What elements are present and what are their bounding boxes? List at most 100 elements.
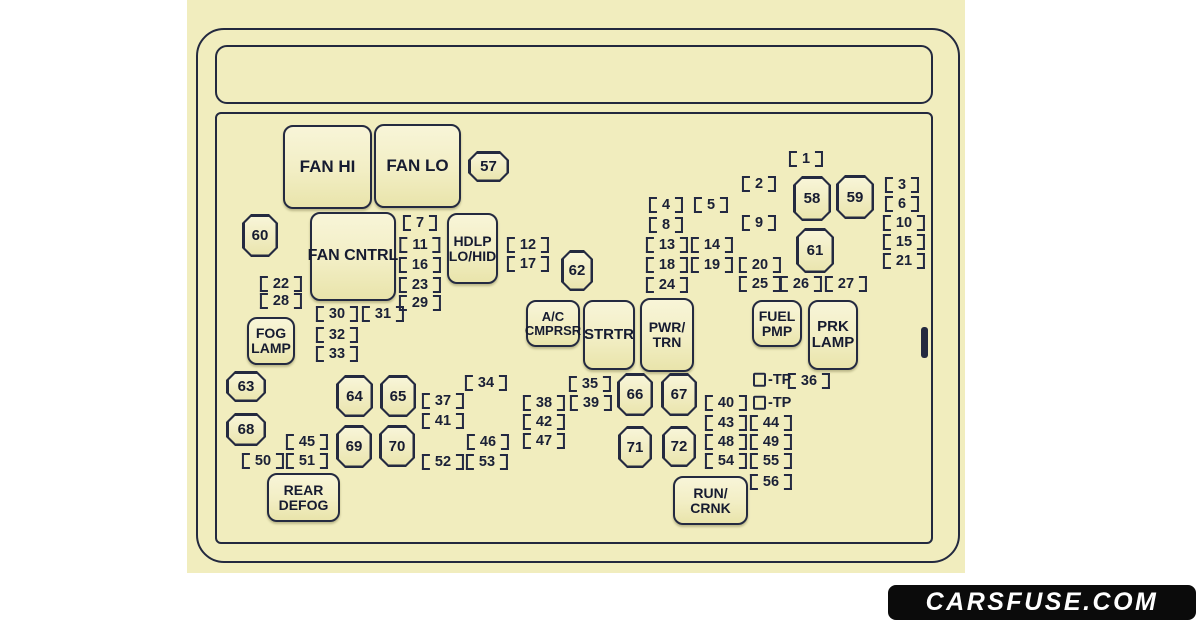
fuse-11: 11 [399,237,441,253]
fuse-20: 20 [738,256,782,273]
relay-number: 58 [803,190,821,207]
fuse-number: 33 [328,345,346,362]
fuse-42: 42 [522,414,566,430]
fuse-bracket-left [645,277,654,293]
relay-number: 61 [806,242,824,259]
fuse-bracket-right [680,257,689,273]
fuse-number: 55 [762,452,780,469]
relay-63: 63 [226,371,266,402]
fuse-19: 19 [690,256,734,273]
fuse-4: 4 [648,197,684,213]
fuse-bracket-left [704,395,713,411]
fuse-number: 19 [703,256,721,273]
fuse-24: 24 [645,277,689,293]
fuse-bracket-right [784,434,793,450]
fuse-bracket-left [690,237,699,253]
fuse-8: 8 [648,217,684,233]
fuse-number: 50 [254,452,272,469]
fuse-bracket-left [259,293,268,309]
fuse-number: 48 [717,433,735,450]
fuse-44: 44 [749,414,793,431]
relay-68: 68 [226,413,266,446]
fuse-bracket-left [522,395,531,411]
fuse-bracket-right [350,346,359,362]
fuse-number: 44 [762,414,780,431]
fuse-2: 2 [741,175,777,192]
fuse-bracket-left [506,256,515,272]
fuse-48: 48 [704,433,748,450]
relay-58: 58 [793,176,831,221]
fuse-bracket-right [541,237,550,253]
fuse-bracket-left [421,454,430,470]
fuse-3: 3 [884,176,920,193]
fuse-number: 20 [751,256,769,273]
fuse-number: 51 [298,452,316,469]
relay-64: 64 [336,375,373,417]
fuse-31: 31 [361,306,405,322]
relay-66: 66 [617,373,653,416]
relay-69: 69 [336,425,372,468]
watermark-logo: CARSFUSE.COM [888,585,1196,620]
fuse-bracket-right [725,257,734,273]
fuse-number: 40 [717,394,735,411]
fuse-bracket-right [433,295,442,311]
fuse-bracket-right [675,217,684,233]
relay-strtr: STRTR [583,300,635,370]
fuse-bracket-right [350,306,359,322]
fuse-12: 12 [506,236,550,253]
fuse-bracket-left [704,415,713,431]
relay-number: 60 [251,227,269,244]
relay-number: 63 [237,378,255,395]
fuse-bracket-left [741,176,750,192]
tp-square-icon [753,396,766,410]
fuse-bracket-left [315,346,324,362]
fuse-number: 17 [519,255,537,272]
fuse-number: 27 [837,275,855,292]
fuse-bracket-right [680,237,689,253]
fuse-bracket-left [738,257,747,273]
fuse-14: 14 [690,237,734,253]
fuse-bracket-right [396,306,405,322]
fuse-number: 2 [754,175,764,192]
fuse-bracket-left [399,237,408,253]
fuse-bracket-right [350,327,359,343]
relay-61: 61 [796,228,834,273]
relay-number: 65 [389,387,407,405]
fuse-number: 12 [519,236,537,253]
fuse-bracket-left [749,415,758,431]
relay-number: 64 [346,387,363,405]
fuse-number: 18 [658,256,676,273]
relay-label: TRN [652,334,682,350]
fuse-bracket-right [320,434,329,450]
fuse-bracket-right [720,197,729,213]
fuse-22: 22 [259,276,303,292]
tp-label: -TP [768,394,792,411]
fuse-number: 41 [434,412,452,429]
fuse-18: 18 [645,256,689,273]
fuse-number: 29 [411,294,429,311]
tp-label: -TP [768,371,792,388]
fuse-bracket-right [917,234,926,250]
fuse-36: 36 [787,372,831,389]
relay-number: 67 [670,386,688,403]
fuse-bracket-right [500,454,509,470]
relay-label: LAMP [251,340,291,356]
fuse-bracket-right [433,277,442,293]
fuse-number: 30 [328,305,346,322]
relay-label: FOG [255,325,287,342]
fuse-number: 49 [762,433,780,450]
fuse-number: 3 [897,176,907,193]
fuse-bracket-right [773,257,782,273]
relay-59: 59 [836,175,874,219]
fuse-number: 5 [706,196,716,213]
relay-label: LO/HID [448,247,497,264]
fuse-bracket-left [645,237,654,253]
fuse-number: 36 [800,372,818,389]
fuse-51: 51 [285,452,329,469]
fuse-bracket-left [361,306,370,322]
fuse-number: 47 [535,432,553,449]
fuse-23: 23 [398,277,442,293]
